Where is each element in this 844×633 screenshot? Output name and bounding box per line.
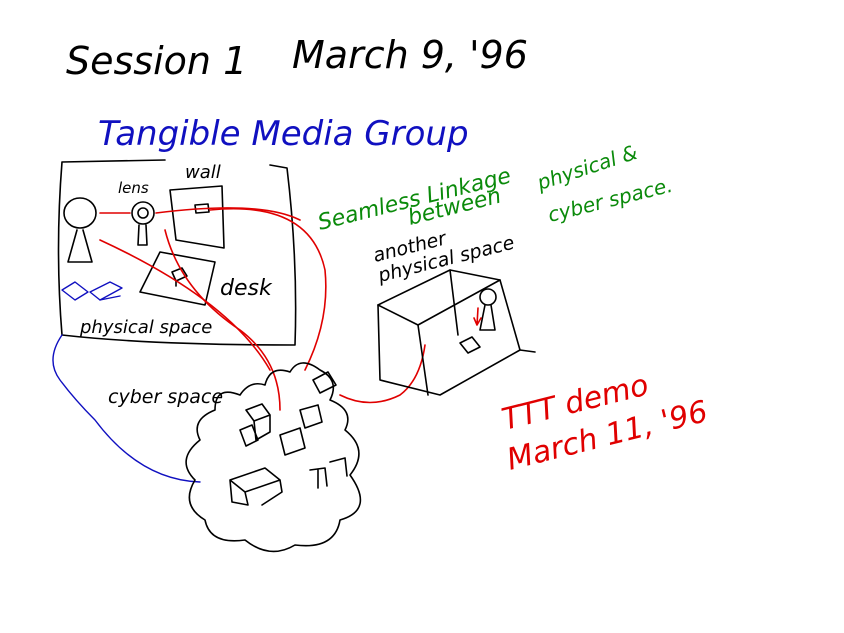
virtual-cubes bbox=[229, 371, 348, 506]
desk-cube bbox=[171, 267, 188, 287]
person-figure bbox=[63, 197, 97, 263]
group-name: Tangible Media Group bbox=[98, 114, 469, 154]
wall-panel bbox=[169, 185, 225, 249]
link-lines bbox=[99, 207, 426, 411]
wall-label: wall bbox=[185, 162, 221, 183]
cyber-space-cloud bbox=[185, 362, 362, 553]
session-date: March 9, '96 bbox=[292, 33, 528, 77]
lens-icon bbox=[131, 201, 155, 246]
lens-label: lens bbox=[118, 179, 149, 197]
cyber-space-label: cyber space bbox=[108, 386, 223, 408]
session-title: Session 1 bbox=[66, 39, 247, 83]
blue-connection bbox=[52, 334, 201, 483]
device-icon bbox=[61, 281, 123, 301]
desk-label: desk bbox=[220, 276, 273, 301]
physical-space-room bbox=[57, 159, 297, 346]
red-arrow bbox=[473, 307, 482, 326]
desk-surface bbox=[139, 251, 216, 306]
another-physical-space-room bbox=[377, 269, 536, 396]
physical-space-label: physical space bbox=[79, 317, 212, 338]
